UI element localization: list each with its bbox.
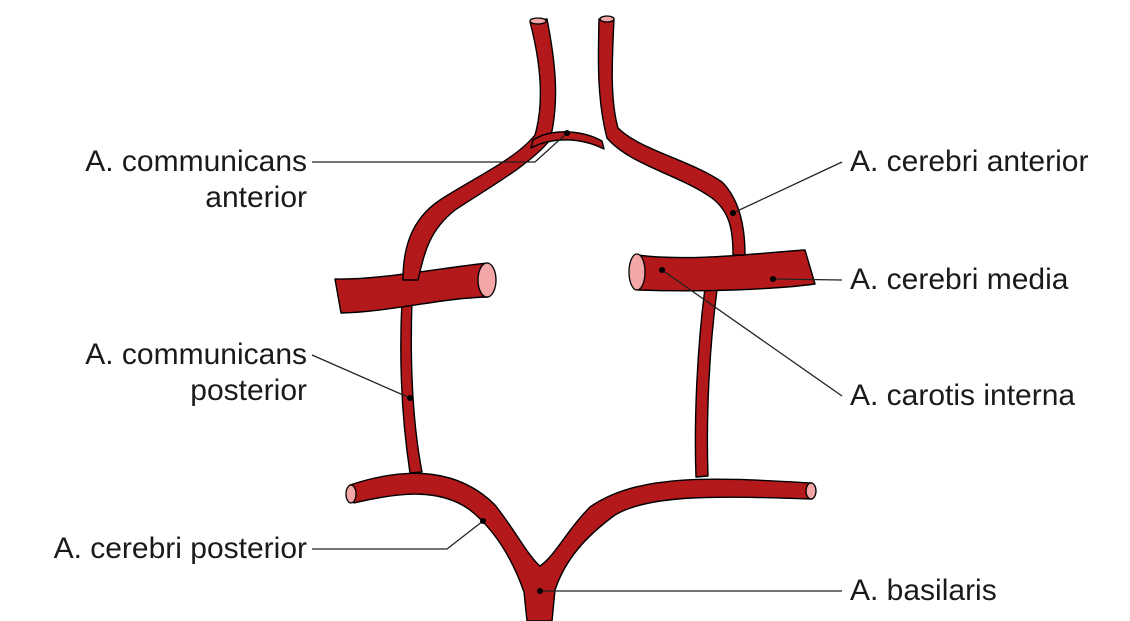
label-communicans-anterior-line1: A. communicans — [85, 144, 307, 180]
label-cerebri-posterior: A. cerebri posterior — [54, 531, 307, 567]
anchor-dot-cerebri-anterior — [730, 210, 736, 216]
anchor-dot-cerebri-posterior — [480, 518, 486, 524]
anchor-dot-communicans-posterior — [407, 395, 413, 401]
basilar-and-posterior-cerebral-vessel — [350, 473, 812, 621]
label-communicans-posterior-line2: posterior — [85, 373, 307, 409]
label-communicans-anterior-line2: anterior — [85, 180, 307, 216]
anterior-cerebral-lumen-right — [600, 16, 614, 22]
leader-line-cerebri-anterior — [733, 162, 842, 213]
anchor-dot-basilaris — [537, 588, 543, 594]
label-cerebri-media: A. cerebri media — [850, 262, 1068, 298]
label-cerebri-anterior: A. cerebri anterior — [850, 144, 1088, 180]
label-basilaris: A. basilaris — [850, 573, 997, 609]
posterior-communicating-vessel-left — [401, 300, 422, 473]
posterior-cerebral-lumen-right — [806, 483, 816, 499]
anterior-cerebral-lumen-left — [530, 18, 546, 24]
posterior-communicating-vessel-right — [695, 288, 717, 477]
anchor-dot-carotis-interna — [659, 267, 665, 273]
anchor-dot-communicans-anterior — [564, 130, 570, 136]
carotis-lumen-left — [478, 263, 496, 297]
anterior-cerebral-vessel-left — [403, 19, 556, 280]
posterior-cerebral-lumen-left — [346, 485, 356, 503]
leader-line-cerebri-posterior — [312, 521, 483, 549]
carotis-lumen-right — [629, 254, 645, 290]
label-communicans-anterior: A. communicans anterior — [85, 144, 307, 216]
label-communicans-posterior-line1: A. communicans — [85, 337, 307, 373]
label-carotis-interna: A. carotis interna — [850, 378, 1075, 414]
label-communicans-posterior: A. communicans posterior — [85, 337, 307, 409]
leader-line-communicans-posterior — [312, 355, 410, 398]
anchor-dot-cerebri-media — [770, 276, 776, 282]
anterior-cerebral-vessel-right — [598, 19, 745, 255]
